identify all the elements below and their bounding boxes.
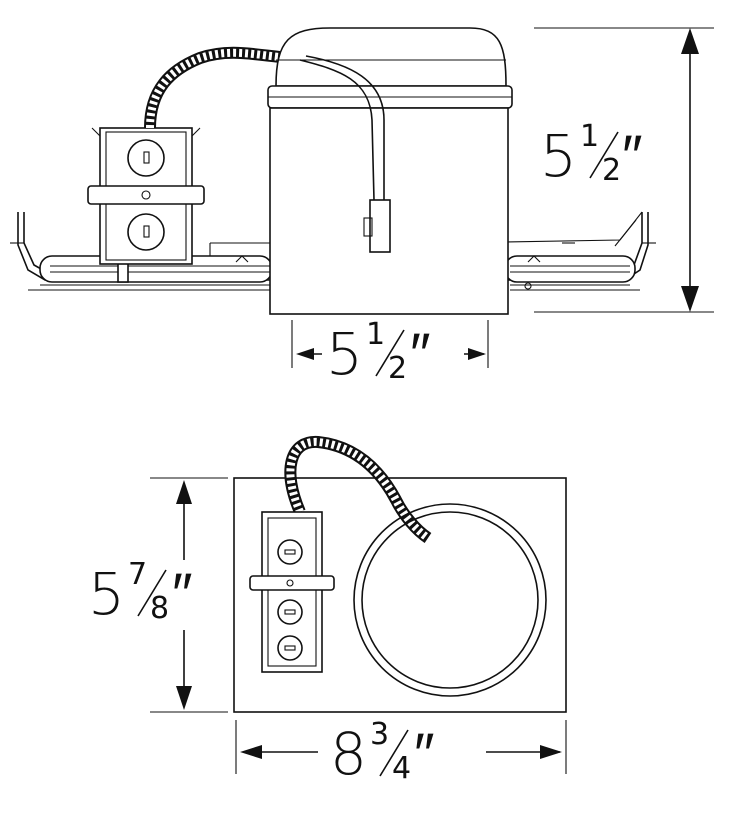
depth-dimension: 5 7 8 ″ [88,477,228,713]
housing-can [267,27,513,315]
height-denominator: 2 [602,153,621,188]
width-whole: 5 [326,320,363,388]
length-dimension-label: 8 3 4 ″ [330,717,435,788]
length-dimension: 8 3 4 ″ [235,717,567,788]
depth-denominator: 8 [150,591,169,626]
aperture-ring [353,503,547,697]
width-dimension-label: 5 1 2 ″ [326,317,431,388]
height-dimension-label: 5 1 2 ″ [540,119,643,190]
length-numerator: 3 [370,717,389,752]
length-whole: 8 [330,720,367,788]
depth-numerator: 7 [128,557,147,592]
depth-whole: 5 [88,560,125,628]
length-denominator: 4 [392,751,411,786]
width-denominator: 2 [388,351,407,386]
height-whole: 5 [540,122,577,190]
width-dimension: 5 1 2 ″ [291,317,489,388]
depth-unit: ″ [172,560,193,628]
width-unit: ″ [410,320,431,388]
width-numerator: 1 [366,317,385,352]
plan-knockout-2 [277,599,303,625]
plan-junction-box [249,511,335,673]
junction-box [87,127,205,265]
knockout-top [127,139,165,177]
height-dimension: 5 1 2 ″ [534,27,714,313]
plan-knockout-3 [277,635,303,661]
knockout-bottom [127,213,165,251]
plan-knockout-1 [277,539,303,565]
plan-view: 5 7 8 ″ 8 3 4 ″ [88,435,567,788]
height-unit: ″ [622,122,643,190]
depth-dimension-label: 5 7 8 ″ [88,557,193,628]
mounting-bar-right [504,211,656,291]
plan-flex-conduit [284,435,432,543]
front-elevation: 5 1 2 ″ 5 1 2 ″ [10,27,714,388]
height-numerator: 1 [580,119,599,154]
length-unit: ″ [414,720,435,788]
flex-conduit [144,46,291,129]
